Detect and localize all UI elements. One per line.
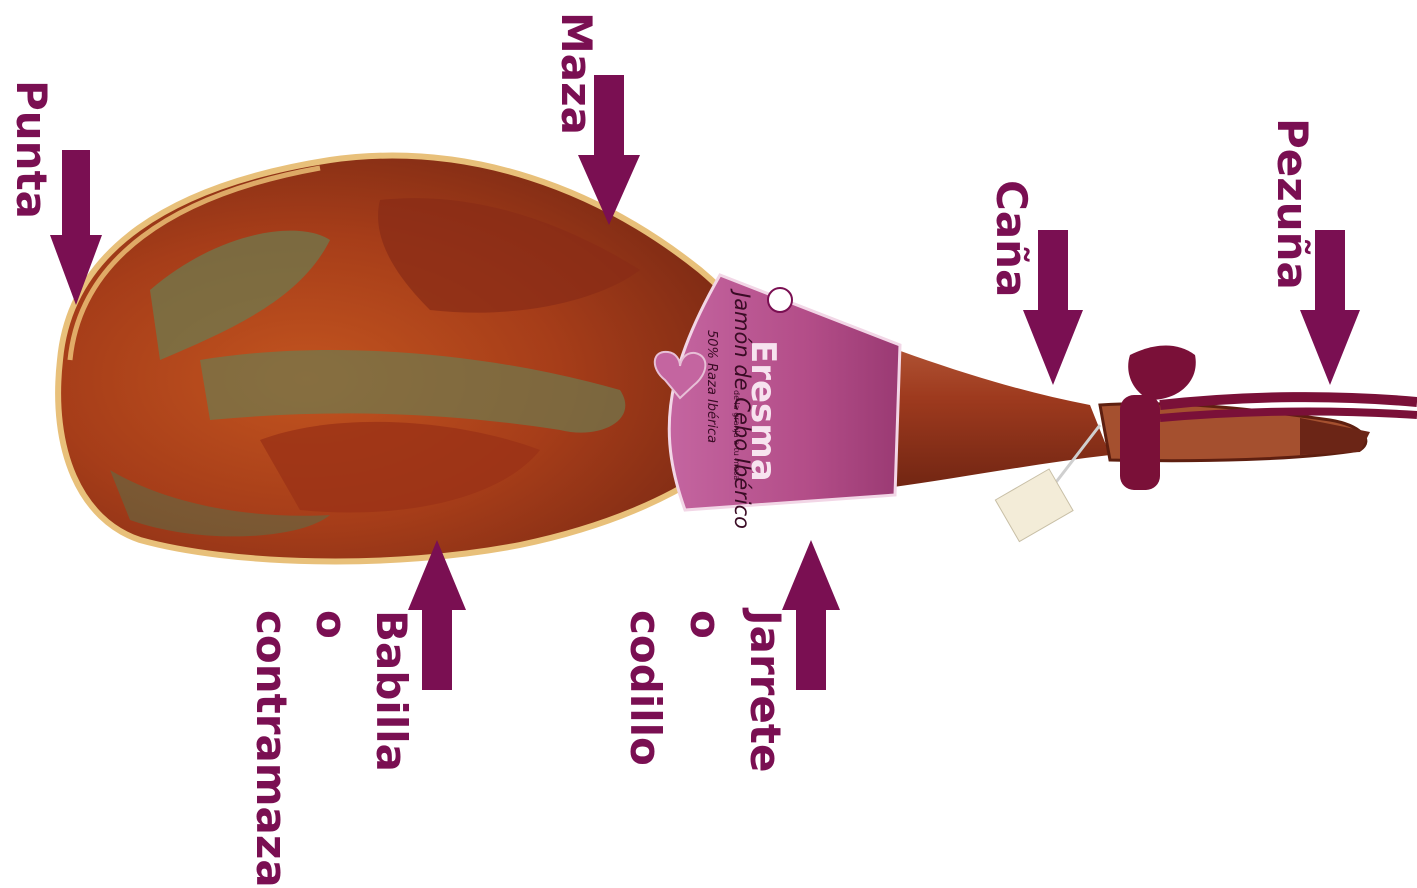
label-babilla: Babilla o contramaza — [250, 610, 412, 888]
rope-knot — [1120, 395, 1160, 490]
label-jarrete: Jarrete o codillo — [624, 610, 786, 772]
band-line3: de la granja a tu mesa — [732, 390, 740, 480]
label-pezuna: Pezuña — [1271, 118, 1313, 290]
band-line2: 50% Raza Ibérica — [705, 330, 718, 443]
rope-cord — [1160, 397, 1417, 405]
arrow-jarrete — [782, 540, 840, 690]
label-babilla-line: o — [310, 610, 352, 639]
label-punta: Punta — [10, 80, 52, 219]
ham-diagram: Eresma Jamón de Cebo Ibérico 50% Raza Ib… — [0, 0, 1417, 848]
arrow-babilla — [408, 540, 466, 690]
label-maza: Maza — [555, 12, 597, 135]
label-jarrete-line: Jarrete — [744, 610, 786, 772]
label-babilla-line: Babilla — [370, 610, 412, 772]
label-jarrete-line: o — [684, 610, 726, 639]
rope — [1128, 346, 1196, 400]
label-cana: Caña — [990, 180, 1032, 297]
label-babilla-line: contramaza — [250, 610, 292, 888]
label-jarrete-line: codillo — [624, 610, 666, 766]
hang-tag — [995, 469, 1073, 542]
certification-seal — [768, 288, 792, 312]
